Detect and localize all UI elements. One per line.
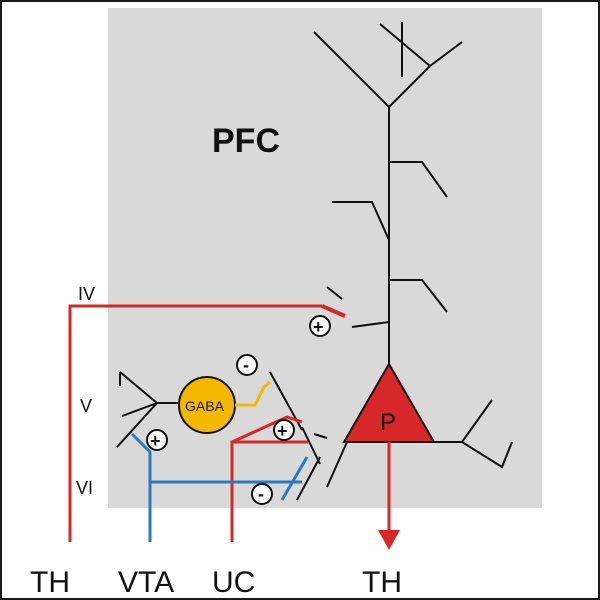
sign-vta-gaba: + (146, 429, 168, 451)
vta-branch-to-gaba (130, 432, 152, 482)
sign-vta-pyramidal: - (251, 483, 273, 505)
svg-text:+: + (313, 317, 324, 337)
layer-label-v: V (80, 396, 92, 416)
gaba-dendrites (116, 371, 180, 448)
layer-label-iv: IV (78, 284, 95, 304)
th-synapse-terminal (321, 304, 346, 318)
pfc-label: PFC (212, 122, 280, 160)
pyramidal-dendrites (313, 22, 513, 488)
output-label-th: TH (362, 566, 402, 598)
layer-label-vi: VI (76, 478, 93, 498)
th-postsynaptic-mark (326, 286, 343, 300)
basal-dendrites (326, 399, 513, 488)
vta-postsynaptic-mark (296, 456, 321, 501)
gaba-axon (235, 380, 271, 407)
svg-text:+: + (150, 431, 161, 451)
uc-synapse-mark (301, 426, 321, 465)
sign-uc-pyramidal: + (273, 419, 295, 441)
pyramidal-label: P (380, 409, 396, 436)
svg-text:+: + (277, 421, 288, 441)
input-label-vta: VTA (118, 566, 174, 598)
svg-text:-: - (258, 484, 264, 504)
vta-synapse-pyramidal (280, 456, 309, 501)
output-arrowhead (378, 530, 400, 550)
svg-text:-: - (243, 355, 249, 375)
collateral-spine (313, 433, 328, 439)
uc-input-axon (230, 415, 308, 542)
input-label-uc: UC (212, 566, 255, 598)
pfc-region (108, 8, 542, 508)
th-input-axon (68, 304, 322, 542)
sign-gaba-pyramidal: - (236, 354, 258, 376)
sign-th-apical: + (309, 315, 331, 337)
oblique-dendrites (332, 161, 448, 328)
apical-tuft (313, 22, 463, 108)
input-label-th: TH (30, 566, 70, 598)
gaba-label: GABA (185, 398, 225, 414)
